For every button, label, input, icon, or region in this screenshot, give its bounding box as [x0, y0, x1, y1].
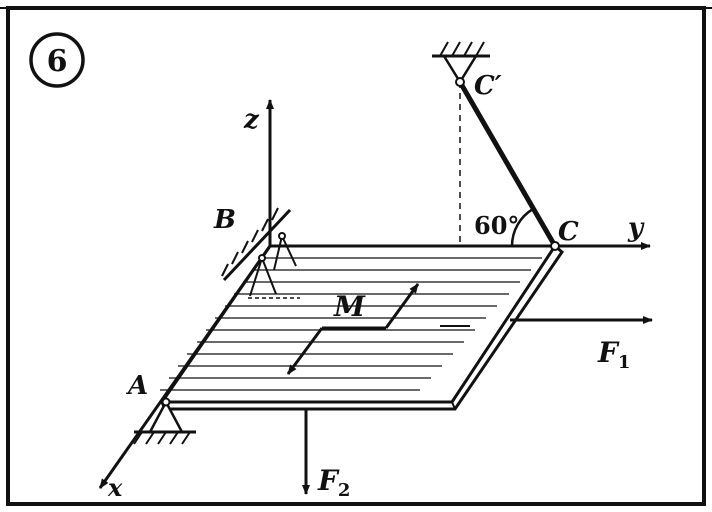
point-b-label: B	[213, 205, 236, 235]
y-axis-label: y	[627, 213, 645, 243]
force-f1-symbol: F	[597, 336, 620, 369]
force-f1-subscript: 1	[618, 352, 631, 373]
force-f1	[440, 316, 653, 327]
hinge-a-support	[133, 397, 196, 445]
force-f2-symbol: F	[317, 464, 340, 497]
force-f2-subscript: 2	[338, 480, 351, 501]
point-c-label: C	[558, 217, 579, 247]
point-a-label: A	[125, 371, 148, 401]
point-c-prime-label: C′	[474, 71, 502, 101]
outer-frame	[6, 6, 706, 506]
rod-cc-prime	[457, 80, 560, 251]
x-axis-label: x	[107, 473, 123, 502]
force-f2-label: F2	[317, 464, 350, 501]
force-f1-label: F1	[597, 336, 630, 373]
x-axis	[98, 245, 272, 489]
ceiling-support-c-prime	[432, 41, 490, 87]
angle-arc	[510, 207, 534, 247]
plate-hatching	[160, 245, 553, 391]
moment-label: M	[333, 290, 366, 323]
problem-number-badge: 6	[29, 32, 85, 88]
problem-number: 6	[47, 44, 68, 79]
hinge-b-support	[221, 207, 300, 299]
moment-m	[286, 283, 420, 375]
angle-label: 60°	[474, 211, 519, 240]
z-axis-label: z	[243, 105, 260, 135]
